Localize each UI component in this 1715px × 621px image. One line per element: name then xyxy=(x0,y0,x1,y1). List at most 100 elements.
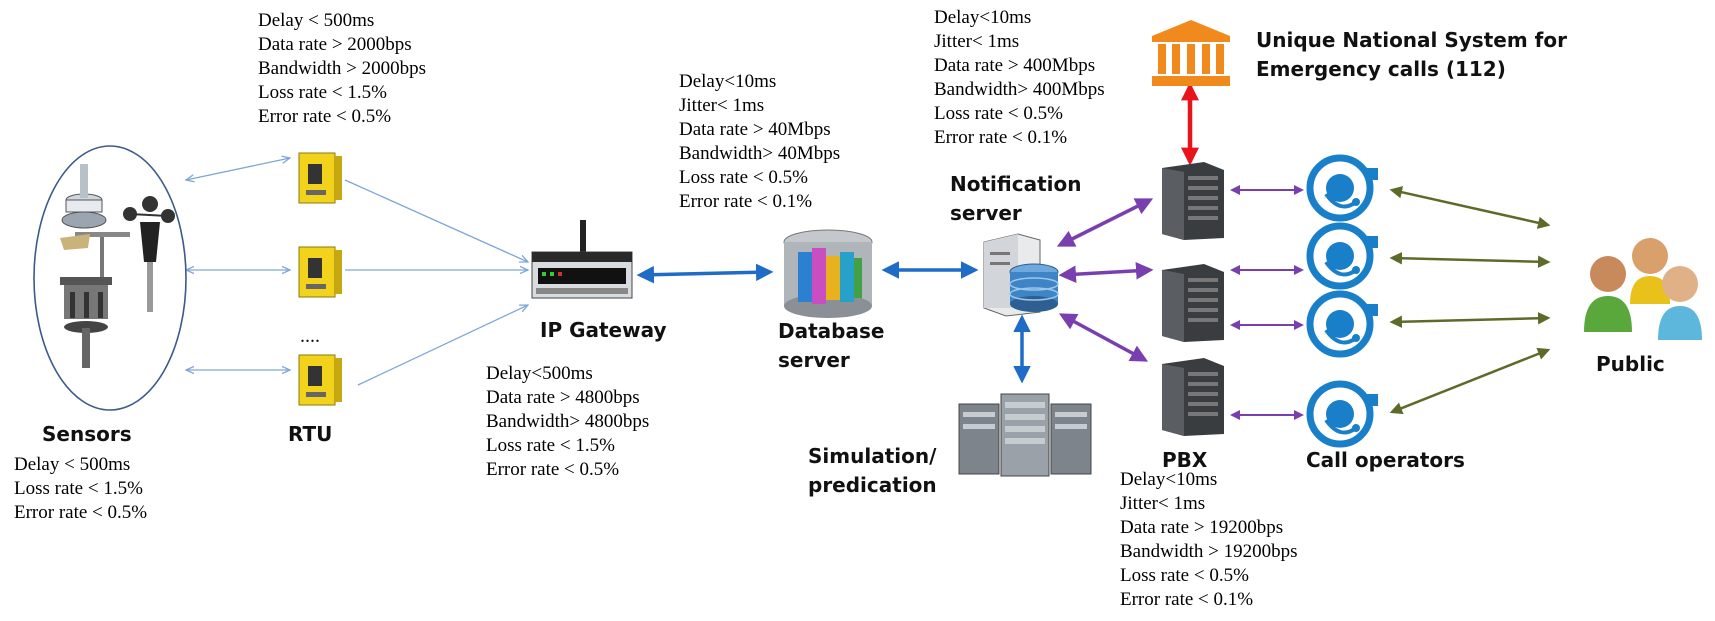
call-operator-headset-icon xyxy=(1306,290,1378,358)
emergency-system-label: Unique National System for Emergency cal… xyxy=(1256,26,1567,84)
notification-server-label-line: Notification xyxy=(950,172,1082,196)
call-operator xyxy=(1304,220,1384,292)
database-server-label-line: Database xyxy=(778,319,885,343)
spec-line: Jitter< 1ms xyxy=(934,31,1020,52)
rtu-label: RTU xyxy=(288,422,333,446)
people-group-icon xyxy=(1584,238,1702,340)
rtu-device-icon xyxy=(298,152,342,204)
spec-line: Error rate < 0.1% xyxy=(934,127,1068,148)
spec-line: Data rate > 2000bps xyxy=(258,34,412,55)
spec-line: Bandwidth> 4800bps xyxy=(486,411,650,432)
emergency-system-label-line: Emergency calls (112) xyxy=(1256,57,1506,81)
spec-line: Delay<10ms xyxy=(934,7,1032,28)
rtu-device xyxy=(296,150,346,206)
spec-line: Bandwidth > 2000bps xyxy=(258,58,426,79)
sensors-specs: Delay < 500ms Loss rate < 1.5% Error rat… xyxy=(14,453,147,525)
operator-public-link xyxy=(1389,186,1551,229)
call-operator xyxy=(1304,152,1384,224)
spec-line: Data rate > 400Mbps xyxy=(934,55,1096,76)
spec-line: Bandwidth > 19200bps xyxy=(1120,541,1298,562)
rtu-device-icon xyxy=(298,354,342,406)
notification-server-label: Notification server xyxy=(950,170,1081,228)
simulation-label-line: predication xyxy=(808,473,937,497)
spec-line: Loss rate < 0.5% xyxy=(934,103,1063,124)
database-server xyxy=(778,226,878,322)
simulation-label: Simulation/ predication xyxy=(808,442,937,500)
spec-line: Bandwidth> 400Mbps xyxy=(934,79,1105,100)
ip-gateway-icon xyxy=(531,220,633,299)
simulation-server xyxy=(955,390,1095,480)
call-operator-headset-icon xyxy=(1306,380,1378,448)
notification-pbx-link xyxy=(1056,198,1154,247)
spec-line: Data rate > 19200bps xyxy=(1120,517,1284,538)
notification-server-icon xyxy=(983,233,1059,317)
operator-public-link xyxy=(1389,347,1551,415)
spec-line: Error rate < 0.1% xyxy=(1120,589,1254,610)
spec-line: Data rate > 4800bps xyxy=(486,387,640,408)
server-cluster-icon xyxy=(958,393,1092,477)
spec-line: Delay<10ms xyxy=(679,71,777,92)
spec-line: Loss rate < 0.5% xyxy=(1120,565,1249,586)
notification-server-label-line: server xyxy=(950,201,1022,225)
public-group xyxy=(1572,232,1712,342)
pbx-rack xyxy=(1158,160,1228,242)
rtu-ellipsis: .... xyxy=(300,325,320,347)
gateway-link-specs: Delay<500ms Data rate > 4800bps Bandwidt… xyxy=(486,362,649,482)
ip-gateway-label: IP Gateway xyxy=(540,318,667,342)
call-operators-label: Call operators xyxy=(1306,448,1465,472)
pbx-rack xyxy=(1158,262,1228,344)
spec-line: Error rate < 0.5% xyxy=(486,459,620,480)
database-server-label-line: server xyxy=(778,348,850,372)
call-operator xyxy=(1304,288,1384,360)
call-operator xyxy=(1304,378,1384,450)
notification-link-specs: Delay<10ms Jitter< 1ms Data rate > 400Mb… xyxy=(934,6,1105,150)
weather-sensors-icon xyxy=(33,145,187,411)
notification-pbx-link xyxy=(1058,313,1149,362)
emergency-system-label-line: Unique National System for xyxy=(1256,28,1567,52)
ip-gateway xyxy=(528,218,638,310)
rtu-specs: Delay < 500ms Data rate > 2000bps Bandwi… xyxy=(258,9,426,129)
sensors-label: Sensors xyxy=(42,422,132,446)
database-link-specs: Delay<10ms Jitter< 1ms Data rate > 40Mbp… xyxy=(679,70,840,214)
database-server-icon xyxy=(783,229,873,318)
pbx-link-specs: Delay<10ms Jitter< 1ms Data rate > 19200… xyxy=(1120,468,1298,612)
spec-line: Jitter< 1ms xyxy=(1120,493,1206,514)
spec-line: Delay < 500ms xyxy=(258,10,375,31)
pbx-rack-icon xyxy=(1162,358,1224,436)
gateway-database-link xyxy=(636,263,774,284)
rtu-device xyxy=(296,244,346,300)
spec-line: Error rate < 0.5% xyxy=(14,502,148,523)
spec-line: Error rate < 0.1% xyxy=(679,191,813,212)
operator-public-link xyxy=(1389,312,1551,328)
rtu-device xyxy=(296,352,346,408)
emergency-system xyxy=(1150,18,1232,88)
pbx-rack-icon xyxy=(1162,264,1224,342)
spec-line: Loss rate < 0.5% xyxy=(679,167,808,188)
rtu-gateway-link xyxy=(344,179,528,262)
spec-line: Bandwidth> 40Mbps xyxy=(679,143,841,164)
notification-pbx-link xyxy=(1058,262,1154,283)
notification-server xyxy=(978,232,1068,318)
spec-line: Jitter< 1ms xyxy=(679,95,765,116)
rtu-gateway-link xyxy=(357,305,528,386)
spec-line: Loss rate < 1.5% xyxy=(14,478,143,499)
pbx-label: PBX xyxy=(1162,448,1208,472)
call-operator-headset-icon xyxy=(1306,222,1378,290)
spec-line: Loss rate < 1.5% xyxy=(486,435,615,456)
spec-line: Data rate > 40Mbps xyxy=(679,119,831,140)
operator-public-link xyxy=(1389,252,1551,268)
spec-line: Loss rate < 1.5% xyxy=(258,82,387,103)
spec-line: Error rate < 0.5% xyxy=(258,106,392,127)
spec-line: Delay<10ms xyxy=(1120,469,1218,490)
government-building-icon xyxy=(1152,20,1230,86)
spec-line: Delay<500ms xyxy=(486,363,593,384)
rtu-device-icon xyxy=(298,246,342,298)
call-operator-headset-icon xyxy=(1306,154,1378,222)
pbx-rack xyxy=(1158,356,1228,438)
public-label: Public xyxy=(1596,352,1665,376)
spec-line: Delay < 500ms xyxy=(14,454,131,475)
sensors-group xyxy=(30,142,190,414)
simulation-label-line: Simulation/ xyxy=(808,444,937,468)
